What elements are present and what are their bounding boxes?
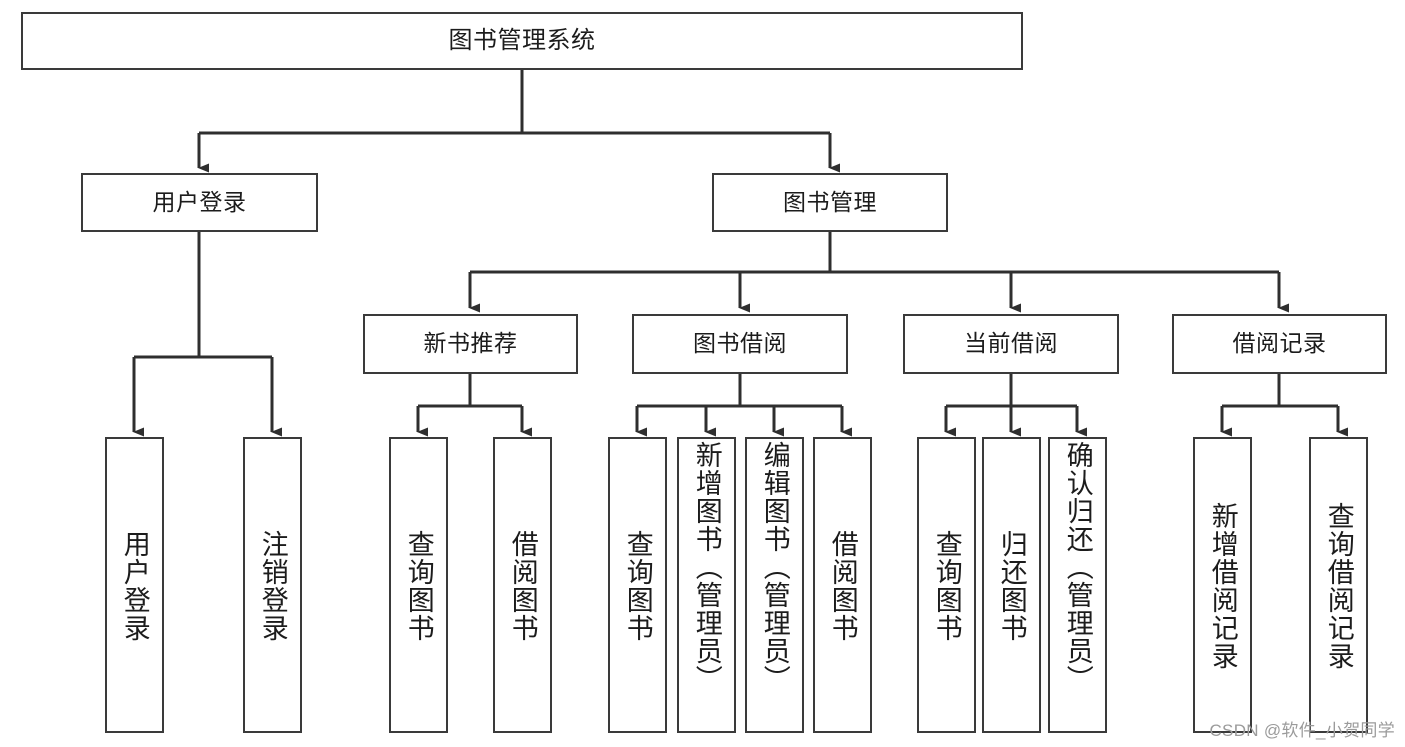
node-book-management-label: 图书管理 [783,188,877,215]
node-root-book-management-system[interactable]: 图书管理系统 [21,12,1023,70]
node-borrow-record-label: 借阅记录 [1232,330,1327,357]
leaf-new-book-borrow-book-label: 借阅图书 [507,530,538,642]
leaf-book-borrow-borrow-book[interactable]: 借阅图书 [813,437,872,733]
node-book-borrow-label: 图书借阅 [693,330,787,357]
leaf-book-borrow-edit-book-admin[interactable]: 编辑图书（管理员） [745,437,804,733]
leaf-user-login-login-label: 用户登录 [119,530,150,642]
node-borrow-record[interactable]: 借阅记录 [1172,314,1387,374]
node-new-book-recommend[interactable]: 新书推荐 [363,314,578,374]
leaf-book-borrow-add-book-admin-label: 新增图书（管理员） [691,441,722,693]
leaf-book-borrow-borrow-book-label: 借阅图书 [827,530,858,642]
leaf-new-book-query-book[interactable]: 查询图书 [389,437,448,733]
leaf-current-borrow-confirm-return-admin-label: 确认归还（管理员） [1062,441,1093,693]
node-new-book-recommend-label: 新书推荐 [423,330,518,357]
leaf-user-login-login[interactable]: 用户登录 [105,437,164,733]
leaf-borrow-record-query-record[interactable]: 查询借阅记录 [1309,437,1368,733]
leaf-book-borrow-query-book-label: 查询图书 [622,530,653,642]
leaf-book-borrow-add-book-admin[interactable]: 新增图书（管理员） [677,437,736,733]
leaf-book-borrow-query-book[interactable]: 查询图书 [608,437,667,733]
leaf-current-borrow-query-book[interactable]: 查询图书 [917,437,976,733]
leaf-current-borrow-return-book[interactable]: 归还图书 [982,437,1041,733]
node-user-login[interactable]: 用户登录 [81,173,318,232]
leaf-user-login-logout[interactable]: 注销登录 [243,437,302,733]
node-book-management[interactable]: 图书管理 [712,173,948,232]
node-book-borrow[interactable]: 图书借阅 [632,314,848,374]
leaf-user-login-logout-label: 注销登录 [257,530,288,642]
node-current-borrow-label: 当前借阅 [964,330,1058,357]
node-current-borrow[interactable]: 当前借阅 [903,314,1119,374]
node-user-login-label: 用户登录 [152,188,247,215]
leaf-new-book-borrow-book[interactable]: 借阅图书 [493,437,552,733]
leaf-borrow-record-add-record-label: 新增借阅记录 [1207,502,1238,670]
leaf-new-book-query-book-label: 查询图书 [403,530,434,642]
leaf-current-borrow-query-book-label: 查询图书 [931,530,962,642]
node-root-label: 图书管理系统 [448,26,596,54]
leaf-borrow-record-query-record-label: 查询借阅记录 [1323,502,1354,670]
leaf-current-borrow-return-book-label: 归还图书 [996,530,1027,642]
leaf-current-borrow-confirm-return-admin[interactable]: 确认归还（管理员） [1048,437,1107,733]
leaf-book-borrow-edit-book-admin-label: 编辑图书（管理员） [759,441,790,693]
leaf-borrow-record-add-record[interactable]: 新增借阅记录 [1193,437,1252,733]
